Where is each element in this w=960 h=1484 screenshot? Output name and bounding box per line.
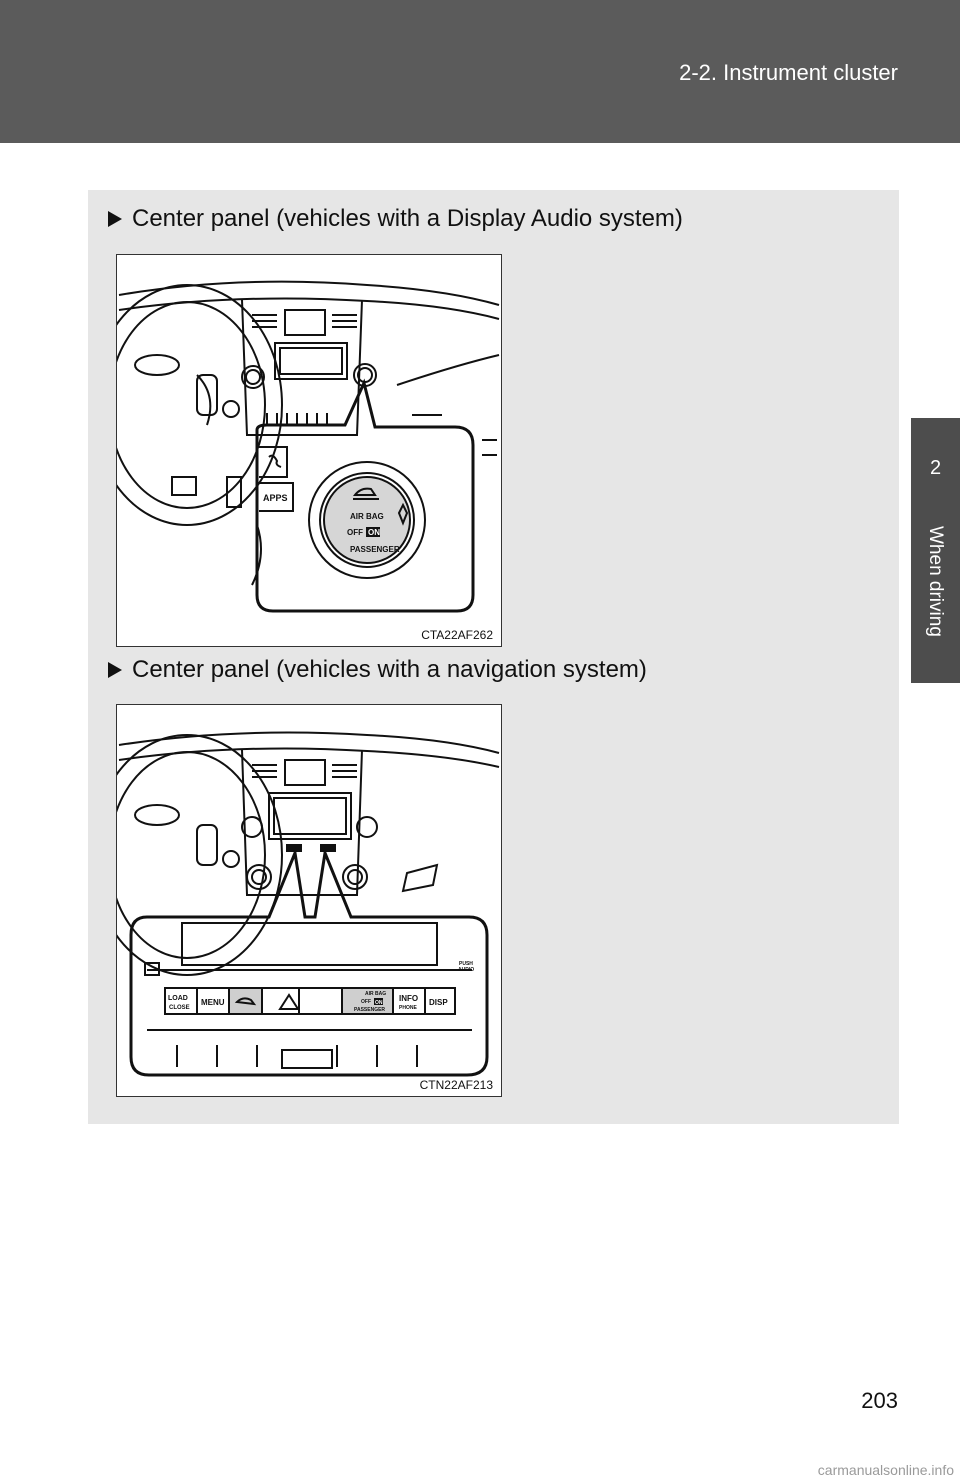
load-label: LOAD <box>168 995 188 1002</box>
chapter-tab-label[interactable]: When driving <box>911 518 960 683</box>
figure-code-2: CTN22AF213 <box>419 1078 493 1092</box>
on-indicator: ON <box>375 1000 383 1006</box>
center-panel-illustration-2: LOAD CLOSE MENU AIR BAG OFF ON PASSENGER… <box>117 731 500 1077</box>
chapter-tab-text: When driving <box>925 526 946 637</box>
airbag-label: AIR BAG <box>350 512 384 521</box>
figure-display-audio: APPS AIR BAG OFF ON PASSENGER CTA22AF262 <box>116 254 502 647</box>
page-header: 2-2. Instrument cluster <box>0 0 960 143</box>
passenger-label: PASSENGER <box>354 1007 385 1013</box>
close-label: CLOSE <box>169 1005 190 1011</box>
figure-navigation: LOAD CLOSE MENU AIR BAG OFF ON PASSENGER… <box>116 704 502 1097</box>
off-label: OFF <box>361 999 371 1005</box>
caption-text: Center panel (vehicles with a navigation… <box>132 656 647 683</box>
figure-caption-2: Center panel (vehicles with a navigation… <box>108 656 647 684</box>
passenger-label: PASSENGER <box>350 545 400 554</box>
figure-caption-1: Center panel (vehicles with a Display Au… <box>108 205 683 233</box>
page-number: 203 <box>861 1388 898 1413</box>
off-label: OFF <box>347 528 363 537</box>
triangle-bullet-icon <box>108 662 122 678</box>
figure-code-1: CTA22AF262 <box>421 628 493 642</box>
apps-label: APPS <box>263 493 288 503</box>
push-label: PUSH <box>459 961 473 967</box>
section-title: 2-2. Instrument cluster <box>679 60 898 85</box>
disp-button-label: DISP <box>429 998 448 1007</box>
center-panel-illustration-1: APPS AIR BAG OFF ON PASSENGER <box>117 280 500 613</box>
footer-url[interactable]: carmanualsonline.info <box>817 1462 954 1478</box>
audio-label: AUDIO <box>458 967 474 973</box>
airbag-label: AIR BAG <box>365 991 386 997</box>
on-indicator: ON <box>368 528 380 537</box>
chapter-tab-number[interactable]: 2 <box>911 418 960 518</box>
phone-label: PHONE <box>399 1005 417 1011</box>
info-label: INFO <box>399 994 418 1003</box>
caption-text: Center panel (vehicles with a Display Au… <box>132 205 683 232</box>
triangle-bullet-icon <box>108 211 122 227</box>
menu-button-label: MENU <box>201 998 225 1007</box>
